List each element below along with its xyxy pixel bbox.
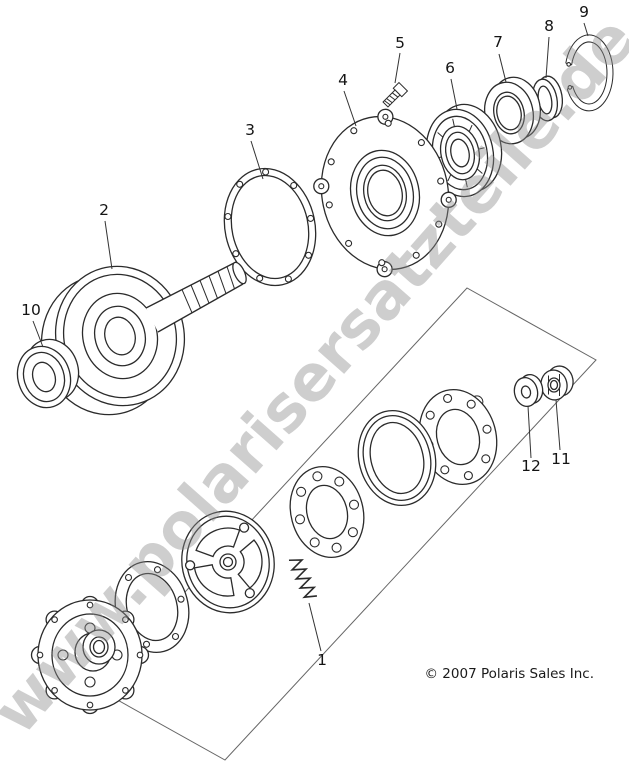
disc-holes	[294, 471, 360, 553]
callout-7: 7	[493, 33, 503, 51]
assembly-group-outline	[95, 287, 597, 761]
leader-line-6	[450, 78, 458, 110]
part-4-cover-plate	[313, 108, 457, 278]
leader-line-8	[545, 36, 550, 79]
shaft-splines	[181, 266, 235, 313]
hub-ear-holes	[36, 601, 144, 709]
friction-disc	[289, 465, 365, 559]
callout-2: 2	[99, 201, 109, 219]
callout-5: 5	[395, 34, 405, 52]
clutch-shoe-assembly	[181, 510, 275, 614]
clutch-spring	[288, 559, 318, 599]
sprocket-hub	[30, 595, 150, 715]
bearing-balls	[435, 118, 485, 188]
callout-9: 9	[579, 3, 589, 21]
copyright-text: © 2007 Polaris Sales Inc.	[425, 666, 594, 682]
part-11-nut	[540, 365, 574, 401]
callout-labels: 1 2 3 4 5 6 7 8 9 10 11 12	[21, 3, 589, 669]
callout-3: 3	[245, 121, 255, 139]
leader-line-7	[498, 53, 507, 83]
leader-lines	[32, 22, 589, 652]
shaft-body	[146, 262, 243, 332]
leader-line-9	[583, 22, 589, 37]
clutch-gasket-ring	[357, 409, 437, 507]
callout-10: 10	[21, 301, 41, 319]
leader-line-1	[308, 602, 322, 652]
leader-line-4	[343, 90, 357, 127]
leader-line-5	[394, 52, 401, 84]
part-10-bearing	[16, 338, 80, 409]
callout-4: 4	[338, 71, 348, 89]
leader-line-3	[250, 140, 264, 180]
callout-12: 12	[521, 457, 541, 475]
leader-line-11	[555, 399, 561, 451]
part-5-bolt	[382, 81, 409, 108]
leader-line-12	[527, 405, 532, 459]
gasket-bolt-holes	[224, 168, 315, 283]
part-3-gasket	[223, 167, 317, 287]
callout-1: 1	[317, 651, 327, 669]
leader-line-2	[104, 220, 113, 270]
leader-line-10	[32, 320, 44, 348]
callout-11: 11	[551, 450, 571, 468]
part-7-seal	[484, 76, 541, 145]
callout-8: 8	[544, 17, 554, 35]
part-12-washer	[513, 373, 544, 408]
callout-6: 6	[445, 59, 455, 77]
cover-bolt-holes	[325, 119, 445, 267]
part-9-snap-ring	[565, 34, 614, 112]
clutch-plate-drilled	[418, 388, 498, 486]
